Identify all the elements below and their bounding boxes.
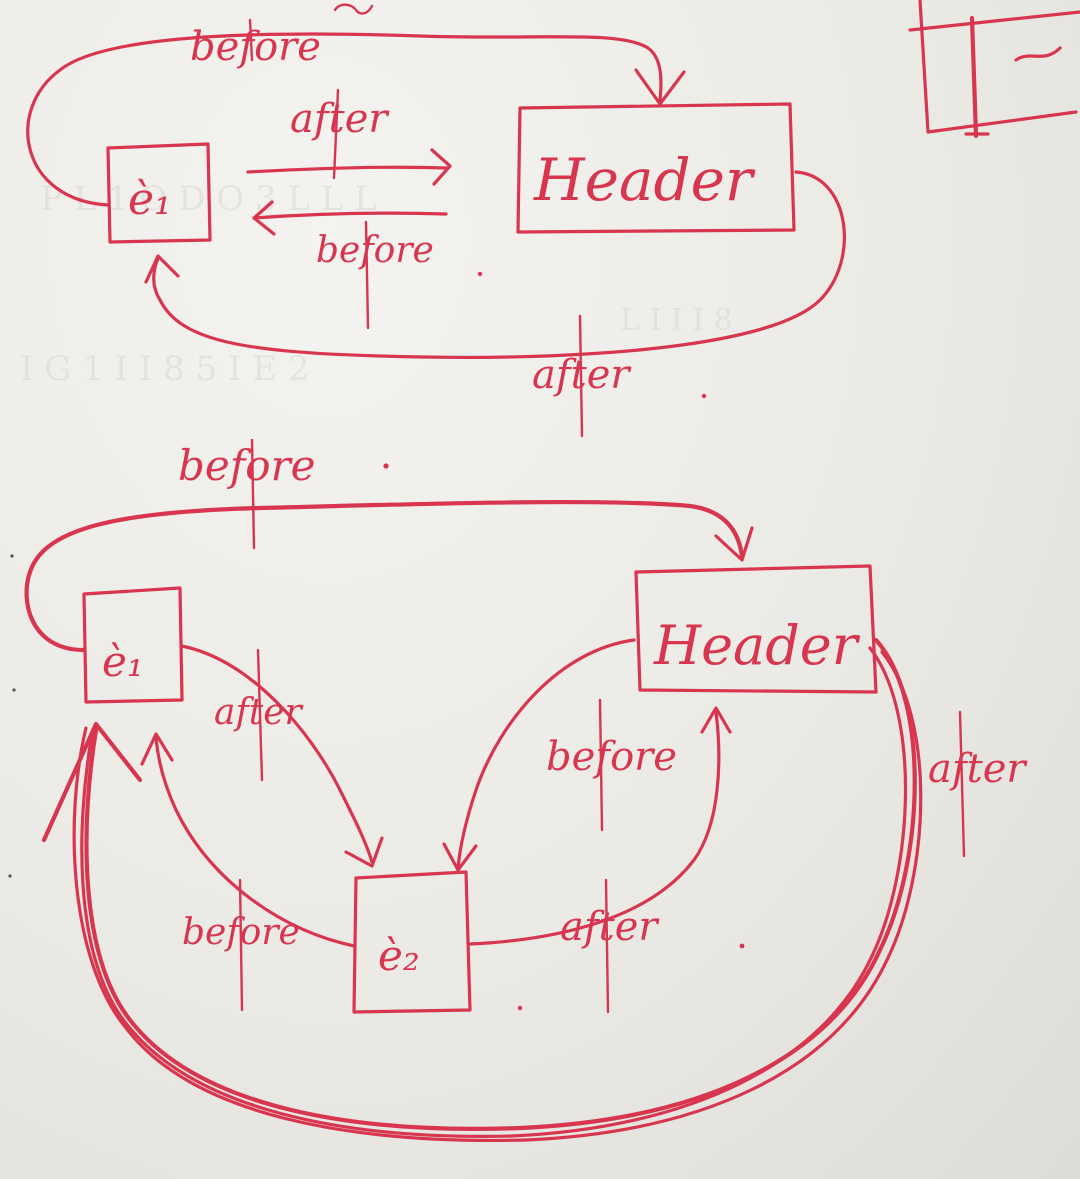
bottom-after-e2-header-arrowhead [700,706,732,734]
bottom-before-top-strike [250,438,256,550]
top-before-mid-arrowhead [252,200,276,236]
bottom-e2-box [352,870,472,1014]
bottom-e1-box [82,586,184,704]
bottom-after-e1-e2-arrow [180,644,374,864]
top-e1-label: è₁ [128,174,172,225]
bottom-before-top-arrowhead [714,526,754,562]
bottom-before-header-e2-arrowhead [442,842,478,872]
bottom-header-label: Header [653,614,861,677]
top-header-label: Header [533,146,756,214]
bottom-before-top-label: before [178,441,316,490]
top-before-outer-strike [248,18,254,62]
top-before-outer-arrowhead [634,68,686,106]
bottom-after-header-right-arrow [72,637,923,1142]
bottom-e2-label: è₂ [378,931,420,980]
stray-dots [8,271,745,1011]
top-after-mid-arrow [246,165,450,174]
top-before-mid-label: before [316,230,434,271]
top-header-box [516,102,796,234]
top-after-outer-arrowhead [144,254,180,284]
bottom-after-e2-header-label: after [560,904,660,950]
svg-text:L I I I 8: L I I I 8 [620,303,733,338]
top-before-outer-label: before [190,24,321,70]
bottom-before-header-e2-label: before [546,734,677,780]
svg-text:I G 1 I I 8 5 I E 2: I G 1 I I 8 5 I E 2 [20,349,310,389]
cropped-corner-sketch [908,0,1080,139]
bottom-after-e1-e2-strike [256,648,264,782]
bottom-after-e1-e2-arrowhead [344,836,384,868]
bottom-before-header-e2-arrow [456,638,636,870]
bottom-diagram: è₁ Header è₂ before after before after b… [24,438,1028,1142]
bottom-after-header-right-arrowhead [41,721,143,843]
bottom-before-e2-e1-arrowhead [140,732,174,766]
top-before-mid-arrow [252,211,448,220]
bottom-before-top-arrow [24,499,745,653]
top-after-outer-arrow [152,170,846,359]
top-after-mid-arrowhead [430,148,452,186]
bottom-after-e2-header-strike [604,878,610,1014]
top-after-mid-label: after [290,96,390,142]
bottom-after-e2-header-arrow [468,710,721,946]
top-after-outer-strike [578,314,584,438]
bottom-before-header-e2-strike [598,698,604,832]
bottom-e1-label: è₁ [102,637,144,686]
bottom-before-e2-e1-strike [238,878,244,1012]
bottom-after-header-right-label: after [928,746,1028,792]
bottom-after-header-right-strike [958,710,966,858]
top-e1-box [106,142,212,244]
bottom-header-box [634,564,878,694]
top-after-mid-strike [332,88,340,180]
top-scribble [333,3,374,15]
top-diagram: è₁ Header before after before after [26,3,846,438]
bottom-before-e2-e1-arrow [154,736,356,948]
top-before-outer-arrow [26,32,663,207]
top-before-mid-strike [364,220,370,330]
